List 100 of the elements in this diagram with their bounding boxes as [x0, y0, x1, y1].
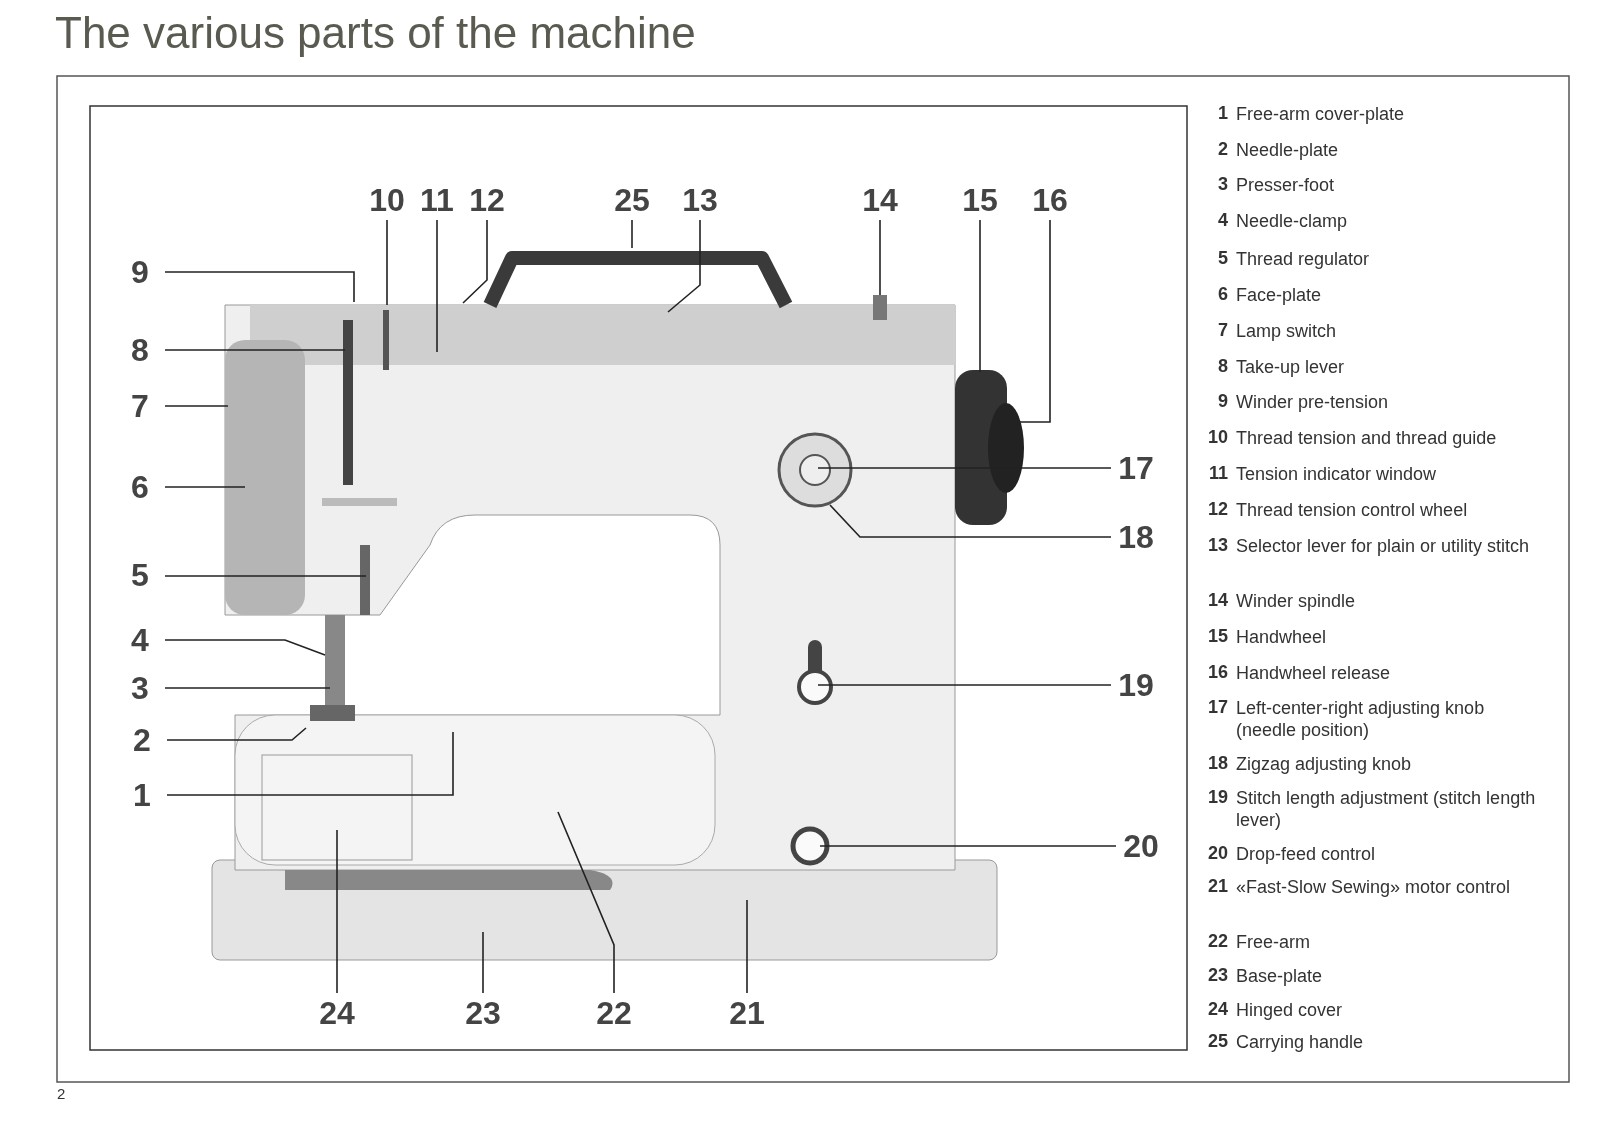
leader-line: [336, 829, 338, 994]
callout-number: 25: [1206, 1031, 1228, 1052]
callout-number: 11: [1207, 463, 1228, 484]
callout-number: 22: [1206, 931, 1228, 952]
callout-number: 15: [1206, 626, 1228, 647]
leader-line: [817, 684, 1112, 686]
part-name: Winder pre-tension: [1236, 391, 1390, 413]
leader-line: [164, 575, 367, 577]
part-name: Hinged cover: [1236, 999, 1344, 1021]
part-name: Presser-foot: [1236, 174, 1336, 196]
part-name: Carrying handle: [1236, 1031, 1365, 1053]
callout-number: 23: [458, 993, 508, 1033]
callout-number: 20: [1116, 826, 1166, 866]
leader-line: [164, 271, 355, 303]
callout-number: 14: [855, 180, 905, 220]
callout-number: 2: [1217, 139, 1228, 160]
part-name: Thread tension control wheel: [1236, 499, 1469, 521]
callout-number: 17: [1111, 448, 1161, 488]
callout-number: 1: [117, 775, 167, 815]
callout-number: 4: [1217, 210, 1228, 231]
callout-number: 1: [1217, 103, 1228, 124]
callout-number: 24: [312, 993, 362, 1033]
part-name: «Fast-Slow Sewing» motor control: [1236, 876, 1512, 898]
leader-line: [462, 219, 488, 304]
part-name: Stitch length adjustment (stitch length lever): [1236, 787, 1537, 831]
callout-number: 19: [1206, 787, 1228, 808]
callout-number: 8: [1217, 356, 1228, 377]
callout-number: 9: [115, 252, 165, 292]
part-name: Take-up lever: [1236, 356, 1346, 378]
part-name: Free-arm cover-plate: [1236, 103, 1406, 125]
callout-number: 7: [115, 386, 165, 426]
callout-number: 10: [362, 180, 412, 220]
callout-number: 20: [1206, 843, 1228, 864]
part-name: Selector lever for plain or utility stitch: [1236, 535, 1531, 557]
callout-number: 22: [589, 993, 639, 1033]
part-name: Face-plate: [1236, 284, 1323, 306]
leader-line: [166, 731, 454, 796]
part-name: Free-arm: [1236, 931, 1311, 953]
callout-number: 11: [412, 180, 462, 220]
callout-number: 3: [115, 668, 165, 708]
leader-line: [819, 845, 1117, 847]
leader-line: [1019, 219, 1051, 423]
leader-line: [482, 931, 484, 994]
part-name: Left-center-right adjusting knob (needle position): [1236, 697, 1486, 741]
callout-number: 13: [675, 180, 725, 220]
callout-number: 16: [1025, 180, 1075, 220]
leader-line: [979, 219, 981, 373]
leader-line: [164, 639, 326, 656]
leader-line: [746, 899, 748, 994]
callout-number: 23: [1206, 965, 1228, 986]
leader-line: [631, 219, 633, 249]
callout-number: 12: [1206, 499, 1228, 520]
callout-number: 6: [115, 467, 165, 507]
leader-line: [166, 727, 307, 741]
part-name: Needle-clamp: [1236, 210, 1349, 232]
part-name: Needle-plate: [1236, 139, 1340, 161]
leader-line: [164, 349, 346, 351]
part-name: Lamp switch: [1236, 320, 1338, 342]
leader-line: [164, 405, 229, 407]
callout-number: 4: [115, 620, 165, 660]
part-name: Zigzag adjusting knob: [1236, 753, 1413, 775]
part-name: Drop-feed control: [1236, 843, 1377, 865]
leader-line: [829, 504, 1112, 538]
leader-line: [164, 687, 331, 689]
callout-number: 8: [115, 330, 165, 370]
callout-number: 15: [955, 180, 1005, 220]
callout-number: 6: [1217, 284, 1228, 305]
leader-line: [436, 219, 438, 353]
part-name: Thread regulator: [1236, 248, 1371, 270]
page-number: 2: [57, 1085, 66, 1102]
callout-number: 5: [115, 555, 165, 595]
callout-number: 21: [1206, 876, 1228, 897]
part-name: Winder spindle: [1236, 590, 1357, 612]
leader-line: [557, 811, 615, 994]
callout-number: 9: [1217, 391, 1228, 412]
callout-number: 24: [1206, 999, 1228, 1020]
callout-number: 2: [117, 720, 167, 760]
callout-number: 25: [607, 180, 657, 220]
callout-number: 3: [1217, 174, 1228, 195]
callout-number: 12: [462, 180, 512, 220]
callout-number: 18: [1206, 753, 1228, 774]
leader-line: [817, 467, 1112, 469]
callout-number: 21: [722, 993, 772, 1033]
callout-number: 18: [1111, 517, 1161, 557]
callout-number: 14: [1206, 590, 1228, 611]
callout-number: 19: [1111, 665, 1161, 705]
leader-line: [667, 219, 701, 313]
title: The various parts of the machine: [55, 8, 696, 58]
part-name: Base-plate: [1236, 965, 1324, 987]
callout-number: 5: [1217, 248, 1228, 269]
callout-number: 13: [1206, 535, 1228, 556]
part-name: Tension indicator window: [1236, 463, 1438, 485]
leader-line: [879, 219, 881, 296]
leader-line: [164, 486, 246, 488]
part-name: Handwheel release: [1236, 662, 1392, 684]
callout-number: 10: [1206, 427, 1228, 448]
callout-number: 16: [1206, 662, 1228, 683]
part-name: Thread tension and thread guide: [1236, 427, 1498, 449]
callout-number: 17: [1206, 697, 1228, 718]
callout-number: 7: [1217, 320, 1228, 341]
